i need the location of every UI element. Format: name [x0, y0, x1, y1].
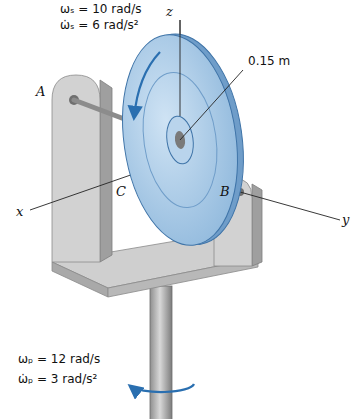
z-axis [180, 20, 181, 116]
axis-label: y [342, 212, 349, 227]
point-label: C [116, 184, 126, 199]
dimension-label: 0.15 m [248, 54, 290, 69]
point-label: A [36, 84, 45, 99]
precession-accel-label: ω̇ₚ = 3 rad/s² [18, 372, 97, 387]
spin-rate-label: ωₛ = 10 rad/s [60, 2, 142, 17]
spin-accel-label: ω̇ₛ = 6 rad/s² [60, 18, 139, 33]
axis-label: z [166, 4, 173, 19]
spin-arrow [134, 52, 160, 118]
precession-rate-label: ωₚ = 12 rad/s [18, 352, 100, 367]
axis-label: x [16, 204, 23, 219]
post [150, 286, 172, 419]
radius-line [180, 70, 243, 140]
precession-arrow [130, 384, 194, 392]
disk [110, 26, 256, 252]
point-label: B [220, 184, 230, 199]
